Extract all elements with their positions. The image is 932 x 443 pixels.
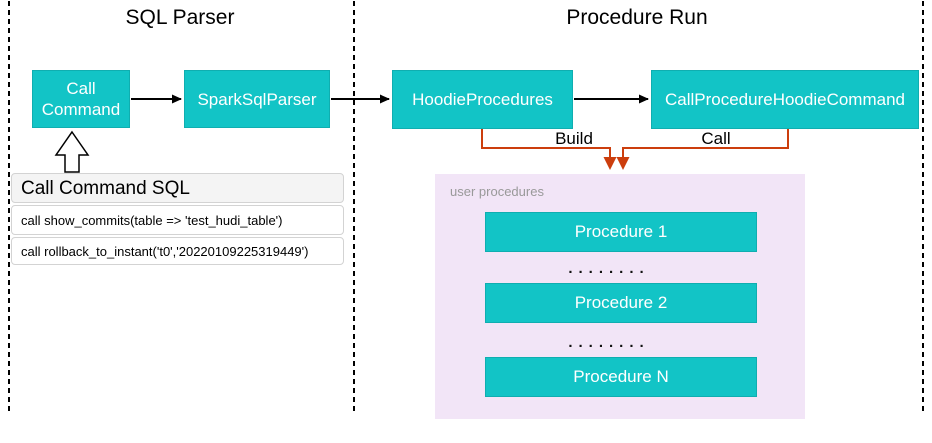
node-procedure-2-label: Procedure 2	[574, 293, 668, 312]
sql-panel-row-show-commits: call show_commits(table => 'test_hudi_ta…	[11, 205, 344, 235]
edge-label-call: Call	[701, 129, 731, 148]
edge-label-build: Build	[555, 129, 593, 148]
section-title-sql-parser: SQL Parser	[125, 6, 235, 29]
node-procedure-1: Procedure 1	[485, 212, 757, 252]
node-call-procedure-hoodie-command-label: CallProcedureHoodieCommand	[664, 90, 905, 109]
sql-panel-row-rollback-to-instant: call rollback_to_instant('t0','202201092…	[11, 237, 344, 265]
ellipsis-dots-row-1: ........	[568, 260, 650, 277]
user-procedures-panel: user procedures Procedure 1 ........ Pro…	[435, 174, 805, 419]
node-spark-sql-parser: SparkSqlParser	[184, 70, 330, 128]
section-title-procedure-run: Procedure Run	[566, 6, 708, 29]
node-call-command: Call Command	[32, 70, 130, 128]
user-procedures-panel-label: user procedures	[450, 184, 544, 199]
node-call-procedure-hoodie-command: CallProcedureHoodieCommand	[651, 70, 919, 129]
node-call-command-label: Call Command	[41, 79, 121, 119]
node-procedure-1-label: Procedure 1	[574, 222, 668, 241]
ellipsis-dots-row-2: ........	[568, 334, 650, 351]
sql-panel-header: Call Command SQL	[11, 173, 344, 203]
node-procedure-n: Procedure N	[485, 357, 757, 397]
up-block-arrow-icon	[54, 130, 90, 173]
node-hoodie-procedures-label: HoodieProcedures	[412, 90, 553, 109]
node-spark-sql-parser-label: SparkSqlParser	[197, 89, 317, 109]
node-hoodie-procedures: HoodieProcedures	[392, 70, 573, 129]
node-procedure-n-label: Procedure N	[573, 367, 669, 386]
node-procedure-2: Procedure 2	[485, 283, 757, 323]
